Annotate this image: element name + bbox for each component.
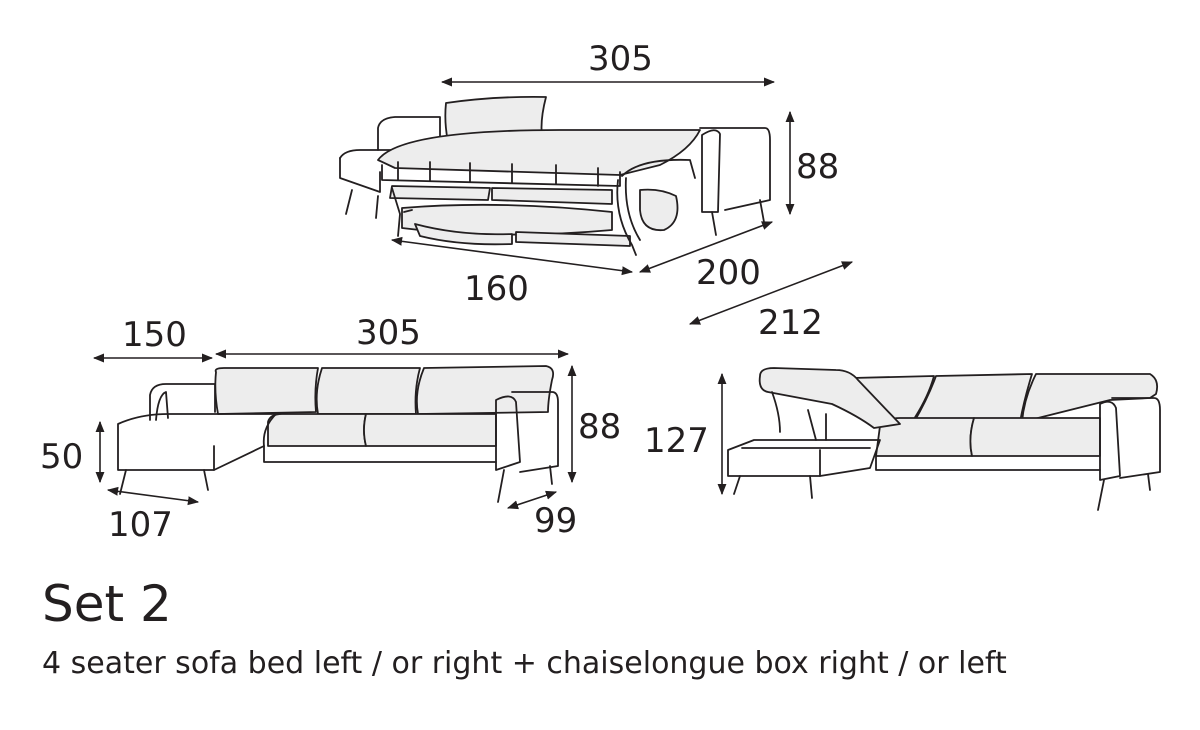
dim-bed-mattress-width: 160	[464, 269, 529, 309]
dim-seat-height: 50	[40, 437, 83, 477]
dim-bed-total-depth: 212	[758, 303, 823, 343]
product-description: 4 seater sofa bed left / or right + chai…	[42, 646, 1007, 681]
sofa-bed-drawing	[339, 95, 771, 256]
chaise-box-open-drawing	[727, 367, 1161, 511]
dim-bed-mattress-length: 200	[696, 253, 761, 293]
dim-box-open-height: 127	[644, 421, 709, 461]
page-title: Set 2	[42, 575, 172, 633]
dim-chaise-width: 150	[122, 315, 187, 355]
dim-bed-height: 88	[796, 147, 839, 187]
dim-sofa-height: 88	[578, 407, 621, 447]
dim-bed-width: 305	[588, 39, 653, 79]
dim-sofa-width: 305	[356, 313, 421, 353]
dim-chaise-depth: 107	[108, 505, 173, 545]
sofa-closed-drawing	[117, 365, 559, 503]
dim-sofa-depth: 99	[534, 501, 577, 541]
